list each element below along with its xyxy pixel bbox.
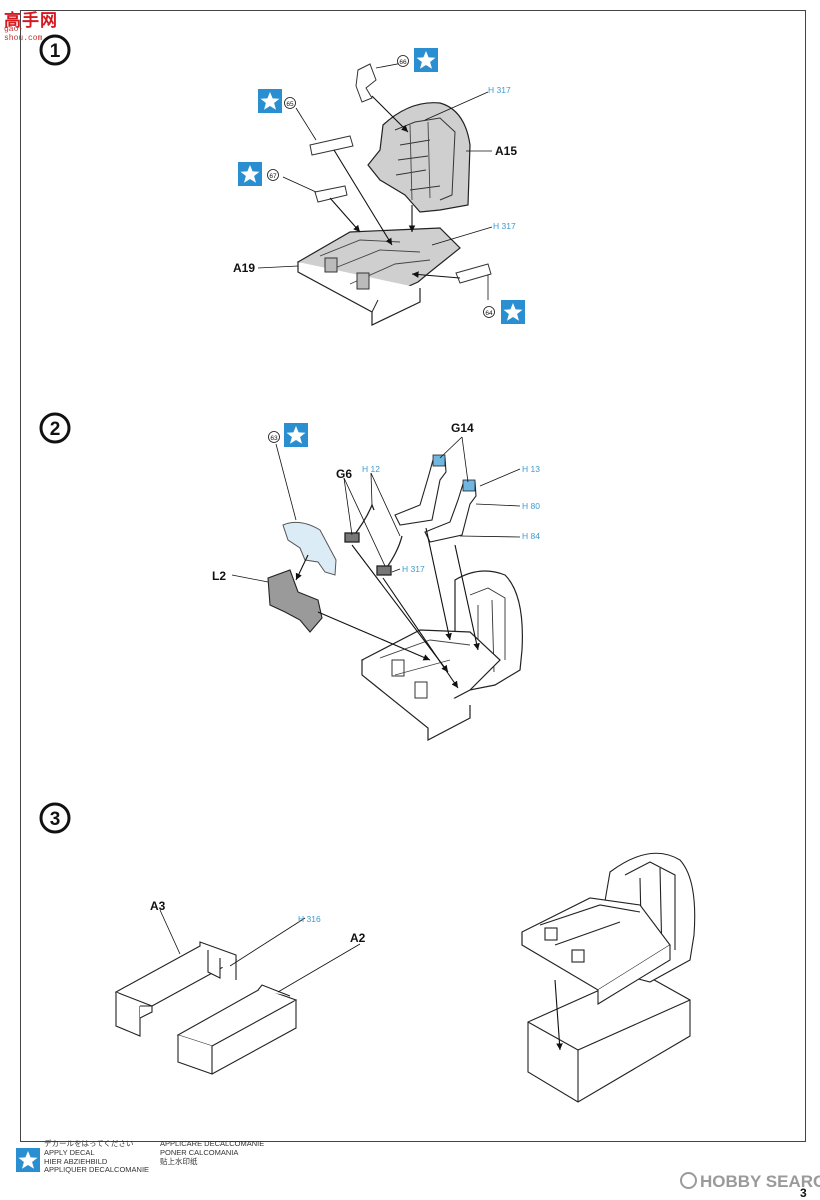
paint-code: H 317 [488, 85, 511, 95]
part-63-clear-drawing [282, 521, 337, 576]
decal-star-icon [284, 423, 308, 447]
svg-text:66: 66 [399, 59, 407, 66]
part-label-a2: A2 [350, 931, 366, 945]
decal-64-shape [455, 263, 492, 284]
paint-code: H 316 [298, 914, 321, 924]
step-2-arrows [295, 527, 480, 689]
part-label-g6: G6 [336, 467, 352, 481]
paint-code: H 84 [522, 531, 540, 541]
part-a15-drawing [367, 102, 471, 213]
legend-column-2: APPLICARE DECALCOMANIE PONER CALCOMANIA … [160, 1139, 265, 1166]
step-3-number: 3 [50, 809, 61, 830]
watermark-title: 高手网 [4, 11, 58, 30]
part-g14-drawing [394, 454, 477, 543]
part-label-a3: A3 [150, 899, 166, 913]
paint-code: H 80 [522, 501, 540, 511]
legend-line: APPLY DECAL [44, 1147, 95, 1157]
step-3: 3 [39, 802, 696, 1103]
paint-code: H 12 [362, 464, 380, 474]
step-2: 2 [39, 412, 540, 741]
page-number: 3 [800, 1186, 807, 1200]
hobby-search-brand: HOBBY SEARCH [680, 1172, 820, 1192]
part-a3-drawing [114, 941, 238, 1037]
step-3-arrows [554, 979, 563, 1051]
decal-star-icon [501, 300, 525, 324]
decal-star-icon [258, 89, 282, 113]
decal-number-63: 63 [268, 431, 280, 443]
part-label-a15: A15 [495, 144, 517, 158]
legend-star-icon [16, 1148, 40, 1172]
step-1-number: 1 [50, 41, 61, 62]
paint-code: H 317 [402, 564, 425, 574]
part-g6-drawing [344, 503, 403, 576]
legend-line: デカールをはってください [44, 1139, 134, 1148]
decal-67-shape [314, 185, 348, 203]
svg-text:65: 65 [286, 101, 294, 108]
step-1-arrows [329, 95, 461, 279]
hobby-search-logo-icon [680, 1172, 697, 1189]
part-label-g14: G14 [451, 421, 474, 435]
legend-column-1: デカールをはってください APPLY DECAL HIER ABZIEHBILD… [44, 1139, 150, 1175]
brand-text: HOBBY SEARCH [700, 1172, 820, 1191]
svg-text:64: 64 [485, 310, 493, 317]
part-l2-drawing [267, 569, 323, 633]
decal-number-66: 66 [397, 55, 409, 67]
decal-66-shape [355, 63, 377, 103]
watermark: 高手网 gao-shou.com [4, 6, 58, 43]
legend-line: 贴上水印纸 [160, 1156, 198, 1166]
paint-code: H 13 [522, 464, 540, 474]
step-3-circle [39, 802, 71, 834]
decal-star-icon [414, 48, 438, 72]
svg-text:67: 67 [269, 173, 277, 180]
legend-line: HIER ABZIEHBILD [44, 1156, 108, 1166]
step-1: 1 [39, 34, 525, 326]
final-assembly-drawing [521, 852, 696, 1103]
part-label-l2: L2 [212, 569, 226, 583]
svg-text:63: 63 [270, 435, 278, 442]
step-2-leaders [231, 436, 521, 583]
legend-line: APPLIQUER DECALCOMANIE [44, 1165, 150, 1175]
decal-number-64: 64 [483, 306, 495, 318]
step-3-leaders [159, 909, 361, 993]
step-1-leaders [257, 61, 493, 300]
decal-number-65: 65 [284, 97, 296, 109]
part-label-a19: A19 [233, 261, 255, 275]
legend-line: PONER CALCOMANIA [160, 1147, 239, 1157]
paint-code: H 317 [493, 221, 516, 231]
step-2-circle [39, 412, 71, 444]
step-2-number: 2 [50, 419, 61, 440]
part-a2-drawing [176, 984, 298, 1075]
page-frame [20, 10, 806, 1142]
watermark-url: gao-shou.com [4, 25, 43, 43]
decal-number-67: 67 [267, 169, 279, 181]
decal-star-icon [238, 162, 262, 186]
legend-line: APPLICARE DECALCOMANIE [160, 1139, 265, 1148]
step-1-circle [39, 34, 71, 66]
seat-assembly-drawing [360, 570, 523, 741]
decal-65-shape [309, 135, 354, 156]
